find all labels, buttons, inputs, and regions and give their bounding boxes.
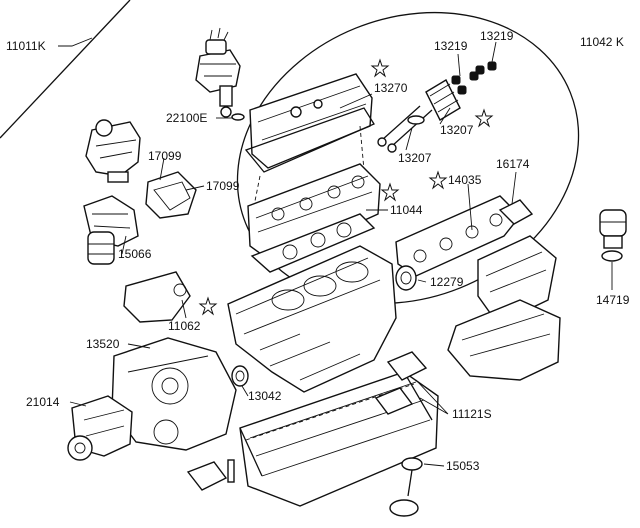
star-icon (198, 58, 494, 316)
label-15066: 15066 (118, 247, 152, 261)
label-13207-left: 13207 (398, 151, 432, 165)
valve-cover (244, 73, 375, 173)
corner-diagonal (0, 0, 131, 139)
head-gasket (250, 213, 376, 273)
cylinder-block (227, 245, 397, 393)
label-21014: 21014 (26, 395, 60, 409)
highlight-ellipse (236, 11, 580, 305)
label-13219-right: 13219 (480, 29, 514, 43)
gasket-16174 (498, 199, 534, 225)
bearing-cap-mid (374, 387, 414, 415)
valves (377, 105, 433, 153)
dipstick-bolt (227, 459, 235, 483)
distributor-oring (231, 113, 245, 121)
label-13219-left: 13219 (434, 39, 468, 53)
label-12279: 12279 (430, 275, 464, 289)
label-14719: 14719 (596, 293, 630, 307)
label-13520: 13520 (86, 337, 120, 351)
egr-valve (599, 209, 627, 262)
label-15053: 15053 (446, 459, 480, 473)
manifold-gasket (395, 195, 521, 277)
gasket-17099 (145, 171, 197, 219)
oil-filter-housing (83, 195, 139, 265)
valve-keepers (451, 61, 497, 95)
bearing-cap-lower (186, 461, 228, 491)
cylinder-head (247, 163, 381, 263)
label-13270: 13270 (374, 81, 408, 95)
label-11062: 11062 (168, 319, 201, 333)
ref-11042k: 11042 K (580, 35, 624, 49)
label-13042: 13042 (248, 389, 282, 403)
exhaust-manifold (447, 235, 561, 381)
label-22100e: 22100E (166, 111, 207, 125)
fuel-pump (85, 119, 141, 183)
label-14035: 14035 (448, 173, 482, 187)
timing-plate (123, 271, 191, 323)
water-pump (67, 395, 133, 461)
oil-strainer (389, 457, 423, 517)
valve-springs (407, 79, 461, 125)
distributor (195, 27, 241, 118)
label-16174: 16174 (496, 157, 530, 171)
label-17099-upper: 17099 (148, 149, 182, 163)
front-seal (231, 365, 249, 387)
label-17099-lower: 17099 (206, 179, 240, 193)
leader-lines (69, 41, 517, 467)
label-11044: 11044 (390, 203, 423, 217)
rear-seal (395, 265, 417, 291)
bearing-cap-upper (386, 351, 428, 381)
ref-11011k: 11011K (6, 39, 46, 53)
leader-11011k (58, 37, 93, 47)
label-11121s: 11121S (452, 407, 492, 421)
label-13207-right: 13207 (440, 123, 474, 137)
